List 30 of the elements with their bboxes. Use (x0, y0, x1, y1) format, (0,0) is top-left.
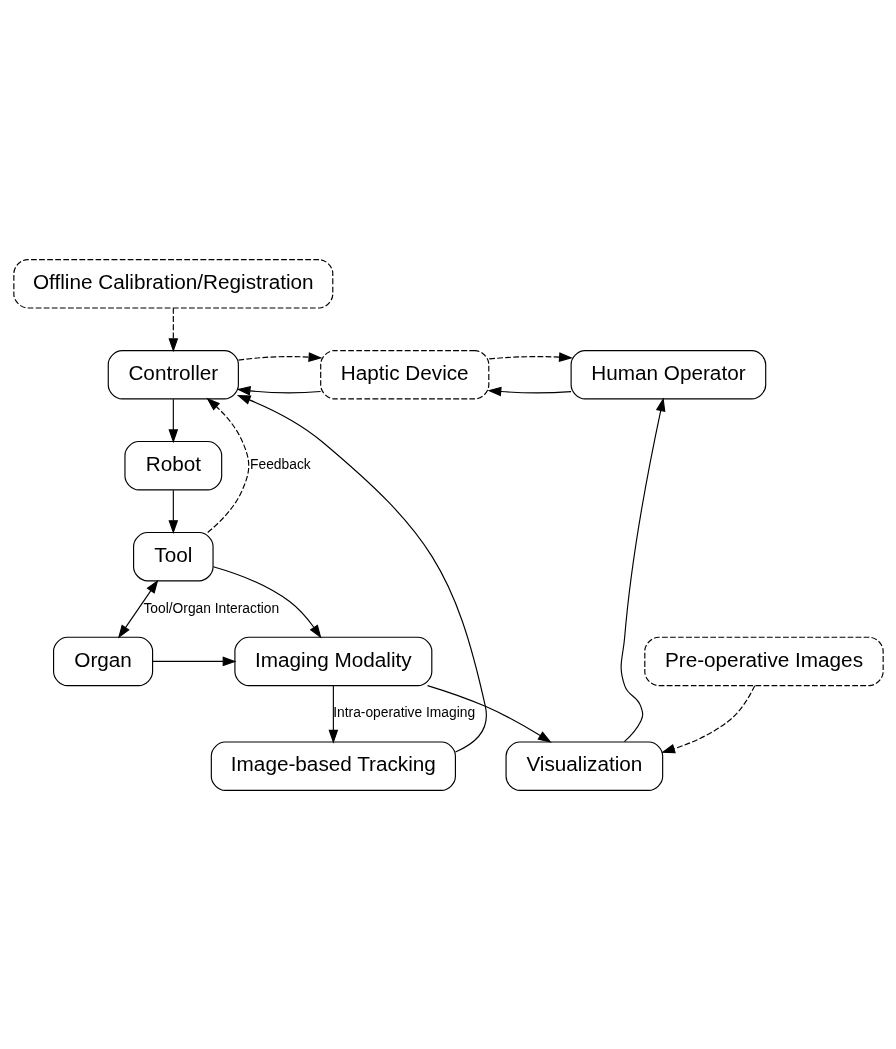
node-box: Offline Calibration/Registration (12, 258, 333, 309)
arrow (167, 307, 178, 352)
node-box: Tool (132, 531, 214, 581)
arrow (151, 656, 236, 666)
node-box: Controller (107, 349, 239, 399)
node-box: Organ (52, 636, 153, 686)
edge-label: Intra-operative Imaging (332, 703, 475, 720)
node-box: Human Operator (570, 349, 766, 399)
edge-label: Feedback (249, 455, 311, 472)
arrow (117, 579, 158, 639)
node-box: Haptic Device (319, 349, 489, 399)
arrow (212, 565, 321, 639)
arrow (236, 394, 487, 752)
arrow (620, 396, 665, 742)
node-box: Image-based Tracking (210, 740, 456, 791)
arrow (236, 385, 321, 396)
arrow (328, 684, 338, 744)
node-box: Robot (123, 440, 222, 490)
node-box: Visualization (505, 740, 663, 791)
arrow (426, 684, 552, 743)
arrow (486, 386, 572, 396)
arrow (167, 489, 178, 534)
arrow (660, 684, 755, 753)
arrow (488, 351, 573, 362)
node-box: Imaging Modality (233, 636, 432, 686)
edge-label: Tool/Organ Interaction (142, 599, 279, 616)
arrow (167, 398, 178, 443)
node-box: Pre-operative Images (643, 636, 884, 686)
arrow (237, 351, 322, 362)
arrow (205, 397, 249, 533)
